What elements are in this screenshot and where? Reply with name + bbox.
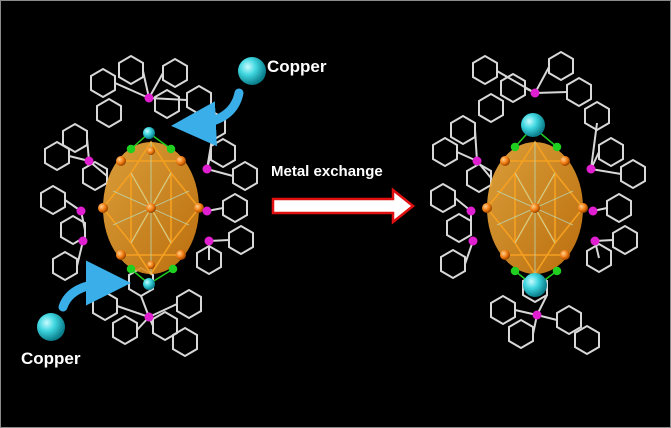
reaction-arrow (271, 187, 416, 225)
copper-atom-exchanged-top (521, 113, 545, 137)
curved-arrow-bottom (58, 260, 131, 312)
phenyl-ligands-left (40, 54, 258, 358)
gold-atoms-left (98, 147, 204, 269)
copper-label-top: Copper (267, 57, 327, 76)
copper-atom-bound-top-left (143, 127, 155, 139)
phenyl-ligands-right (430, 50, 646, 356)
curved-arrow-top (171, 88, 244, 147)
right-cluster-structure (430, 50, 646, 356)
phosphorus-atoms-right (466, 88, 600, 320)
copper-atom-bound-bottom-left (143, 278, 155, 290)
copper-label-bottom: Copper (21, 349, 81, 368)
copper-atom-exchanged-bottom (523, 273, 547, 297)
copper-atom-free-top (238, 57, 266, 85)
gold-atoms-right (482, 156, 588, 260)
chloride-atoms-right (510, 125, 562, 288)
metal-exchange-label: Metal exchange (271, 163, 383, 180)
phosphorus-atoms-left (76, 93, 214, 322)
copper-atom-free-bottom (37, 313, 65, 341)
left-cluster-structure (40, 54, 258, 358)
